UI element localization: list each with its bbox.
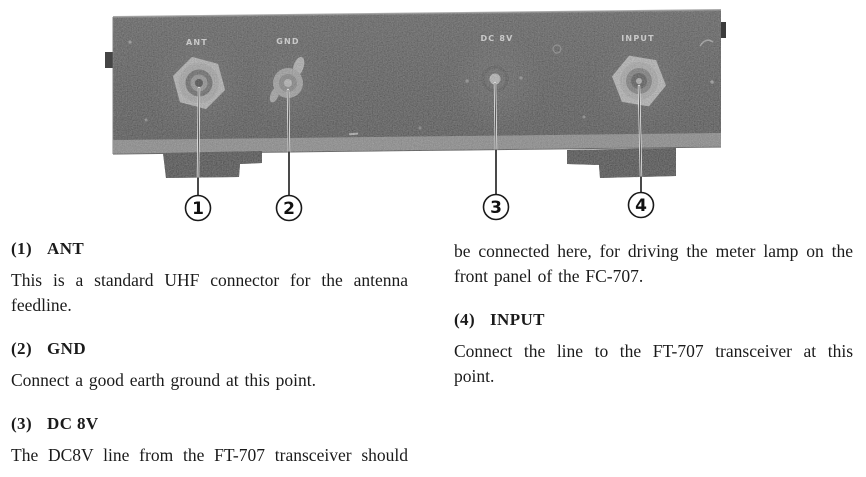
callout-4: 4	[627, 191, 655, 219]
leader-line-2	[286, 88, 291, 196]
leader-line-3	[493, 81, 498, 195]
callout-1: 1	[184, 194, 212, 222]
callout-2: 2	[275, 194, 303, 222]
callouts: 1 2 3 4	[184, 191, 655, 222]
section-3-heading: (3) DC 8V	[11, 414, 408, 434]
leader-line-1	[196, 86, 201, 196]
leader-line-4	[637, 84, 643, 193]
right-mount-tab	[720, 22, 726, 38]
section-3-number: (3)	[11, 414, 33, 433]
section-2-title: GND	[47, 339, 87, 358]
section-1-title: ANT	[47, 239, 85, 258]
callout-2-number: 2	[283, 199, 295, 219]
panel-label-input: INPUT	[621, 34, 655, 43]
section-2-number: (2)	[11, 339, 33, 358]
section-4-heading: (4) INPUT	[454, 310, 853, 330]
callout-4-number: 4	[635, 196, 647, 216]
section-2-heading: (2) GND	[11, 339, 408, 359]
callout-1-number: 1	[192, 199, 204, 219]
panel-label-dc8v: DC 8V	[480, 34, 513, 43]
section-3-title: DC 8V	[47, 414, 99, 433]
section-1-body: This is a standard UHF connector for the…	[11, 270, 408, 315]
section-4-title: INPUT	[490, 310, 545, 329]
callout-3-number: 3	[490, 198, 502, 218]
text-column-right: be connected here, for driving the meter…	[454, 239, 853, 389]
section-1-heading: (1) ANT	[11, 239, 408, 259]
callout-3: 3	[482, 193, 510, 221]
section-2-body: Connect a good earth ground at this poin…	[11, 370, 317, 390]
section-4-number: (4)	[454, 310, 476, 329]
rear-panel-photo: ANT GND DC 8V INPUT	[105, 9, 726, 222]
section-4-body: Connect the line to the FT-707 transceiv…	[454, 341, 853, 386]
photo-grain	[113, 10, 721, 178]
section-3-body-continuation: be connected here, for driving the meter…	[454, 241, 853, 286]
section-3-body: The DC8V line from the FT-707 transceive…	[11, 445, 408, 465]
section-1-number: (1)	[11, 239, 33, 258]
panel-label-ant: ANT	[186, 38, 208, 47]
callout-leader-lines	[196, 81, 643, 196]
left-mount-tab	[105, 52, 114, 68]
panel-label-gnd: GND	[276, 37, 300, 46]
text-column-left: (1) ANT This is a standard UHF connector …	[11, 239, 408, 468]
